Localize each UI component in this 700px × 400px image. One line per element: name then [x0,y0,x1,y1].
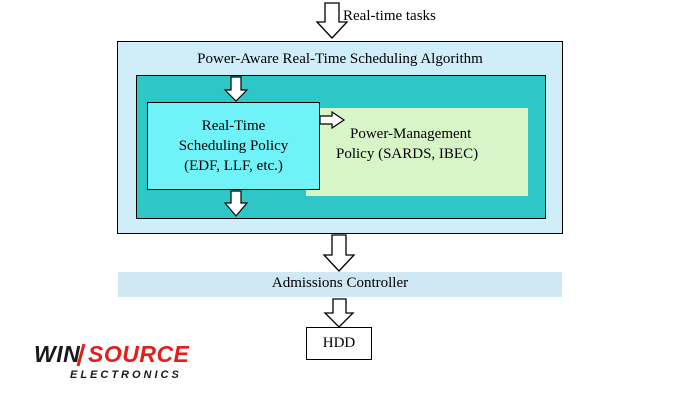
svg-text:SOURCE: SOURCE [88,341,190,367]
hdd-box: HDD [306,327,372,360]
svg-text:WIN: WIN [34,341,80,367]
admissions-label: Admissions Controller [271,275,409,291]
scheduling-policy-line2: Scheduling Policy [178,138,289,154]
algorithm-title: Power-Aware Real-Time Scheduling Algorit… [197,51,483,67]
power-management-box: Power-Management Policy (SARDS, IBEC) [306,108,528,196]
out-of-scheduler-arrow [223,190,249,217]
scheduling-policy-box: Real-Time Scheduling Policy (EDF, LLF, e… [147,102,320,190]
winsource-logo-mark: WIN SOURCE ELECTRONICS [34,341,190,381]
winsource-logo: WIN SOURCE ELECTRONICS [30,340,230,390]
hdd-label: HDD [322,335,356,351]
to-hdd-arrow [323,298,355,328]
scheduling-policy-line1: Real-Time [201,118,266,134]
input-arrow [315,2,349,39]
svg-text:ELECTRONICS: ELECTRONICS [70,369,182,381]
scheduling-policy-line3: (EDF, LLF, etc.) [184,158,283,174]
to-power-arrow [319,110,346,130]
input-label: Real-time tasks [343,8,436,24]
admissions-controller-bar: Admissions Controller [118,272,562,297]
power-policy-line2: Policy (SARDS, IBEC) [336,146,479,162]
into-scheduler-arrow [223,76,249,102]
power-policy-line1: Power-Management [350,126,472,142]
to-admissions-arrow [322,234,356,272]
